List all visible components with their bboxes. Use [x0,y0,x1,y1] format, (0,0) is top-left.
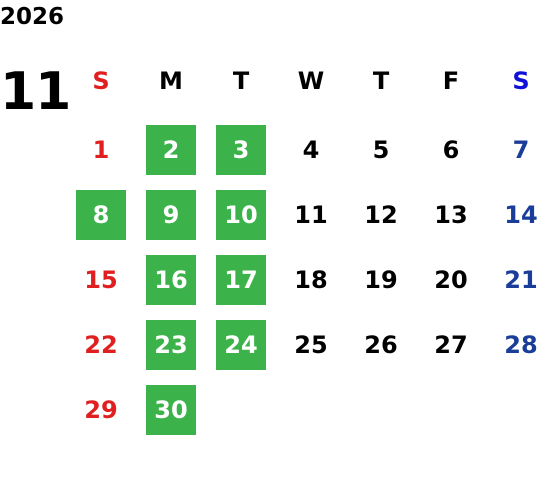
day-cell: 10 [216,190,266,240]
day-cell: 12 [364,201,398,229]
day-cell: 3 [216,125,266,175]
day-cell: 1 [92,136,110,164]
day-cell: 4 [302,136,320,164]
day-cell: 9 [146,190,196,240]
weekday-sat: S [512,67,530,95]
day-cell: 26 [364,331,398,359]
day-cell: 28 [504,331,538,359]
day-cell: 15 [84,266,118,294]
month-label: 11 [0,62,71,122]
day-cell: 19 [364,266,398,294]
day-cell: 27 [434,331,468,359]
day-cell: 29 [84,396,118,424]
weekday-sun: S [92,67,110,95]
day-cell: 20 [434,266,468,294]
day-cell: 16 [146,255,196,305]
weekday-mon: M [159,67,183,95]
day-cell: 24 [216,320,266,370]
day-cell: 25 [294,331,328,359]
year-label: 2026 [0,4,65,30]
weekday-wed: W [297,67,325,95]
day-cell: 18 [294,266,328,294]
day-cell: 11 [294,201,328,229]
day-cell: 23 [146,320,196,370]
day-cell: 30 [146,385,196,435]
weekday-fri: F [442,67,460,95]
day-cell: 14 [504,201,538,229]
day-cell: 5 [372,136,390,164]
weekday-tue: T [232,67,250,95]
day-cell: 17 [216,255,266,305]
day-cell: 8 [76,190,126,240]
day-cell: 2 [146,125,196,175]
day-cell: 6 [442,136,460,164]
day-cell: 22 [84,331,118,359]
day-cell: 21 [504,266,538,294]
day-cell: 13 [434,201,468,229]
weekday-header-row: S M T W T F S [66,58,548,104]
weekday-thu: T [372,67,390,95]
day-cell: 7 [512,136,530,164]
